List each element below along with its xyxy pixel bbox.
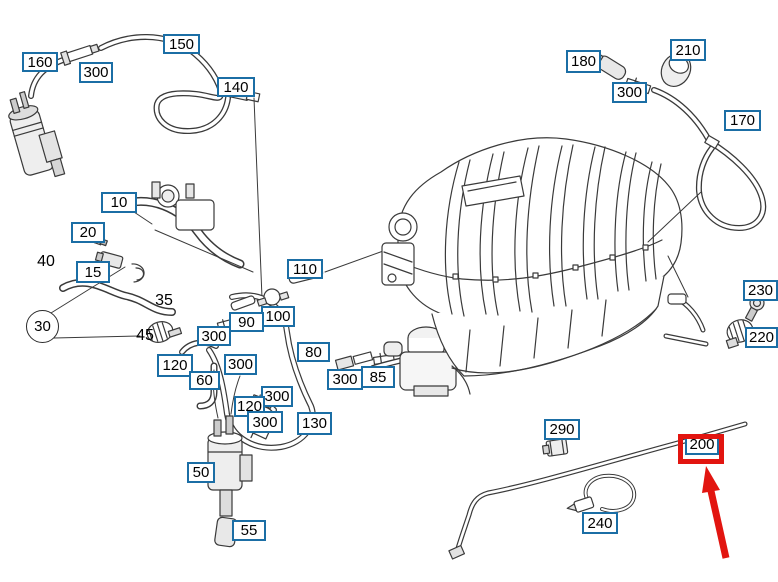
part-callout-110[interactable]: 110 (287, 259, 323, 279)
part-callout-120-1[interactable]: 120 (157, 354, 193, 377)
part-callout-35: 35 (155, 292, 173, 309)
part-callout-230[interactable]: 230 (743, 280, 778, 301)
part-callout-210[interactable]: 210 (670, 39, 706, 61)
part-callout-40: 40 (37, 253, 55, 270)
part-callout-180[interactable]: 180 (566, 50, 601, 73)
pipe-200-group-illustration (448, 421, 748, 560)
part-callout-300-6[interactable]: 300 (247, 411, 283, 433)
vent-hose-group-illustration (590, 51, 767, 243)
part-callout-10[interactable]: 10 (101, 192, 137, 213)
selection-highlight-box (678, 434, 724, 464)
part-callout-160[interactable]: 160 (22, 52, 58, 72)
part-callout-300-1[interactable]: 300 (79, 62, 113, 83)
part-callout-300-3[interactable]: 300 (224, 354, 257, 375)
part-callout-55[interactable]: 55 (232, 520, 266, 541)
part-callout-80[interactable]: 80 (297, 342, 330, 362)
part-callout-60[interactable]: 60 (189, 371, 220, 390)
part-callout-30[interactable]: 30 (26, 310, 59, 343)
engine-illustration (381, 137, 709, 377)
part-callout-100[interactable]: 100 (261, 306, 295, 327)
part-callout-130[interactable]: 130 (297, 412, 332, 435)
part-callout-90[interactable]: 90 (229, 312, 264, 332)
part-callout-300-2[interactable]: 300 (197, 326, 231, 346)
part-callout-20[interactable]: 20 (71, 222, 105, 243)
air-valve-illustration (383, 326, 471, 397)
thermostat-group-illustration (50, 181, 254, 343)
part-callout-50[interactable]: 50 (187, 462, 215, 483)
part-callout-45: 45 (136, 327, 154, 344)
part-callout-15[interactable]: 15 (76, 261, 110, 283)
part-callout-240[interactable]: 240 (582, 512, 618, 534)
part-callout-140[interactable]: 140 (217, 77, 255, 97)
part-callout-220[interactable]: 220 (745, 327, 778, 348)
part-callout-85[interactable]: 85 (361, 366, 395, 388)
part-callout-290[interactable]: 290 (544, 419, 580, 440)
part-callout-300-5[interactable]: 300 (261, 386, 293, 407)
part-callout-170[interactable]: 170 (724, 110, 761, 131)
part-callout-150[interactable]: 150 (163, 34, 200, 54)
part-callout-300-7[interactable]: 300 (612, 82, 647, 103)
